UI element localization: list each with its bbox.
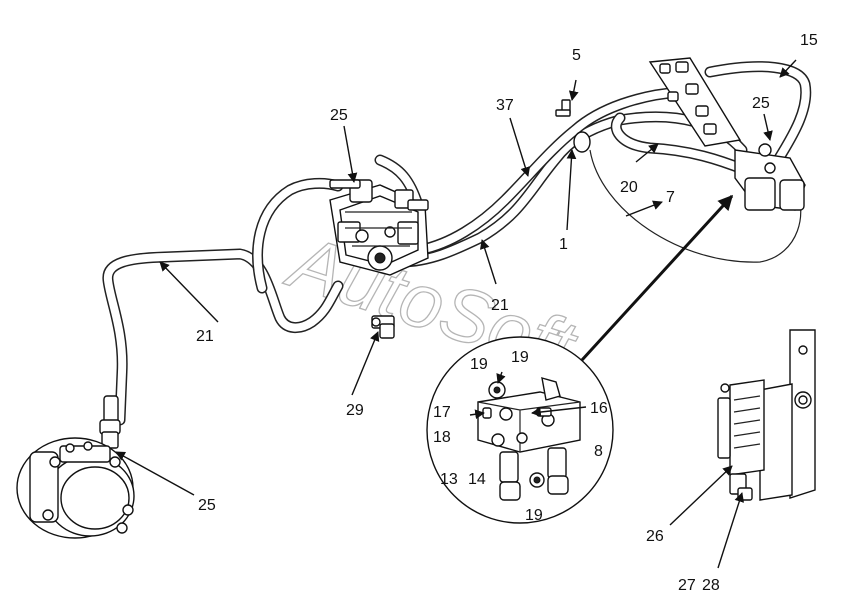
bracket-assembly — [717, 329, 816, 501]
callout-19-b: 19 — [511, 349, 529, 366]
callout-7: 7 — [666, 189, 675, 206]
callout-labels: 15 5 37 25 25 20 7 1 21 21 29 25 19 19 1… — [196, 32, 818, 594]
callout-20: 20 — [620, 179, 638, 196]
manifold-assembly — [648, 57, 806, 211]
pump-assembly — [329, 179, 429, 276]
callout-19-c: 19 — [525, 507, 543, 524]
callout-29: 29 — [346, 402, 364, 419]
fitting-29 — [371, 315, 395, 339]
callout-14: 14 — [468, 471, 486, 488]
detail-view — [426, 194, 734, 524]
callout-25-bottom: 25 — [198, 497, 216, 514]
mounting-plate — [589, 149, 802, 263]
callout-13: 13 — [440, 471, 458, 488]
callout-18: 18 — [433, 429, 451, 446]
callout-25-top: 25 — [330, 107, 348, 124]
callout-8: 8 — [594, 443, 603, 460]
callout-28: 28 — [702, 577, 720, 594]
callout-16: 16 — [590, 400, 608, 417]
leader-lines — [115, 59, 797, 569]
callout-5: 5 — [572, 47, 581, 64]
callout-19-a: 19 — [470, 356, 488, 373]
callout-27: 27 — [678, 577, 696, 594]
callout-1: 1 — [559, 236, 568, 253]
callout-26: 26 — [646, 528, 664, 545]
callout-21-left: 21 — [196, 328, 214, 345]
elbow-fitting — [99, 395, 121, 449]
fitting-1 — [573, 131, 591, 153]
callout-21-mid: 21 — [491, 297, 509, 314]
callout-25-right: 25 — [752, 95, 770, 112]
fitting-5 — [555, 99, 571, 117]
callout-17: 17 — [433, 404, 451, 421]
callout-37: 37 — [496, 97, 514, 114]
hydraulic-motor — [16, 437, 135, 539]
callout-15: 15 — [800, 32, 818, 49]
hydraulic-lines — [102, 61, 812, 426]
